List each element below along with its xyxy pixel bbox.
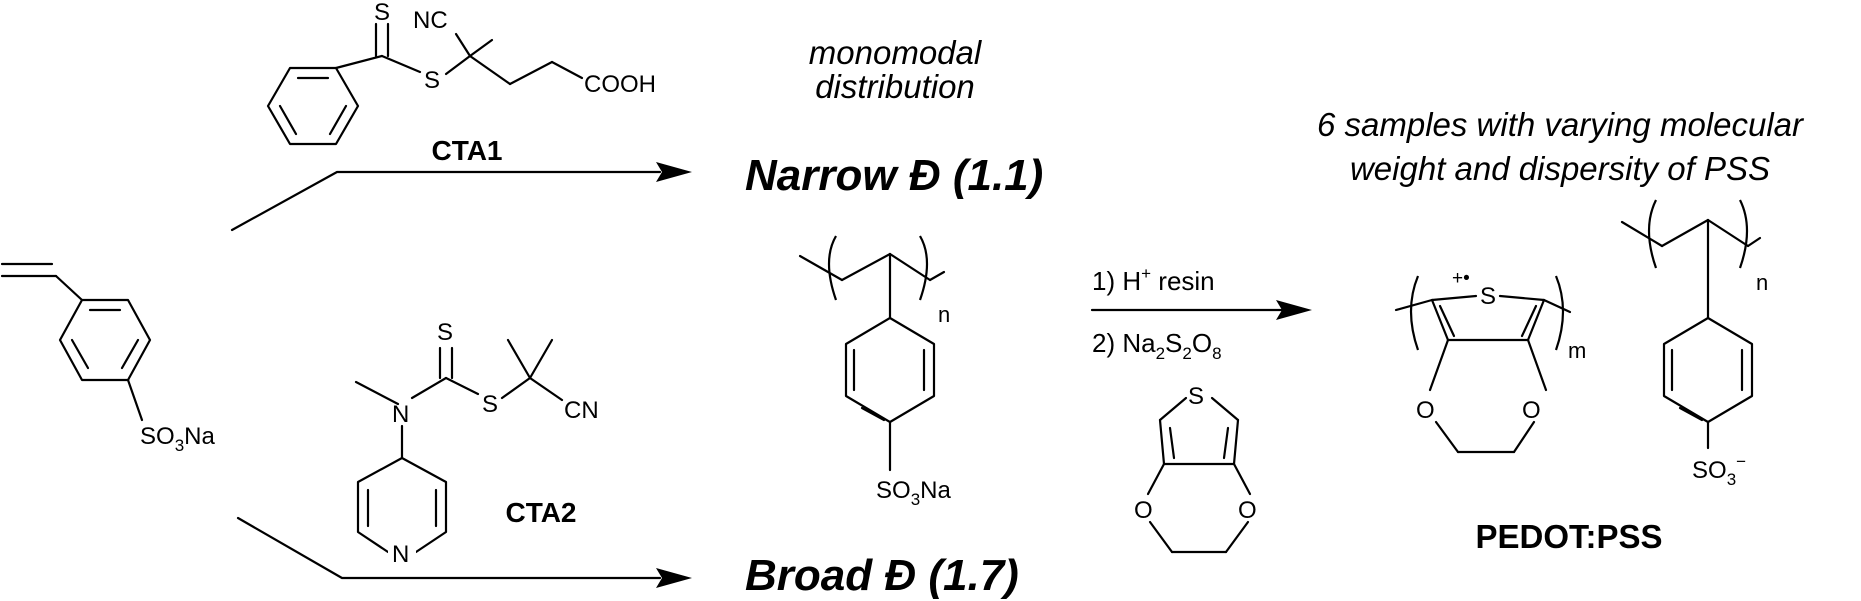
pedot-structure: +• S m O O (1394, 268, 1586, 454)
monomer-sulfonate-label: SO3Na (140, 423, 215, 455)
cta2-pyridine-n: N (392, 541, 409, 568)
upper-arrow (230, 162, 692, 232)
cta1-thioether-s: S (424, 67, 440, 94)
lower-arrow (236, 516, 692, 588)
cta1-label: CTA1 (431, 135, 502, 166)
cta1-structure: S S NC COOH CTA1 (266, 0, 656, 166)
product-note-line2: weight and dispersity of PSS (1350, 150, 1770, 187)
cta1-thiocarbonyl-s: S (374, 0, 390, 26)
cta2-amine-n: N (392, 401, 409, 428)
condition-step2: 2) Na2S2O8 (1092, 328, 1222, 363)
edot-o-right: O (1238, 497, 1257, 524)
pedot-o-right: O (1522, 397, 1541, 424)
pedot-m-subscript: m (1568, 338, 1586, 363)
broad-dispersity-label: Broad Đ (1.7) (745, 551, 1019, 600)
edot-s: S (1188, 383, 1204, 410)
conditions-arrow (1090, 300, 1312, 320)
cta1-acid-label: COOH (584, 71, 656, 98)
cta2-thiocarbonyl-s: S (437, 319, 453, 346)
pss-sulfonate-label: SO3− (1692, 452, 1746, 489)
pedot-charge: +• (1452, 268, 1470, 289)
edot-o-left: O (1134, 497, 1153, 524)
pedot-o-left: O (1416, 397, 1435, 424)
cta1-nitrile-label: NC (413, 7, 448, 34)
cta2-structure: N S S CN N CTA2 (354, 319, 599, 568)
edot-structure: S O O (1134, 383, 1257, 554)
pssna-structure: n SO3Na (798, 235, 951, 509)
cta2-label: CTA2 (505, 497, 576, 528)
pssna-n-subscript: n (938, 302, 950, 327)
pssna-sulfonate-label: SO3Na (876, 477, 951, 509)
pedot-pss-label: PEDOT:PSS (1475, 518, 1662, 555)
product-note-line1: 6 samples with varying molecular (1317, 106, 1805, 143)
pss-structure: n SO3− (1620, 199, 1768, 489)
narrow-dispersity-label: Narrow Đ (1.1) (745, 151, 1043, 200)
pedot-s: S (1480, 283, 1496, 310)
monomer-structure: SO3Na (0, 262, 215, 455)
cta2-thioether-s: S (482, 391, 498, 418)
monomodal-note-line1: monomodal (809, 34, 983, 71)
monomodal-note-line2: distribution (815, 68, 975, 105)
cta2-nitrile-label: CN (564, 397, 599, 424)
condition-step1: 1) H+ resin (1092, 264, 1215, 296)
pss-n-subscript: n (1756, 270, 1768, 295)
